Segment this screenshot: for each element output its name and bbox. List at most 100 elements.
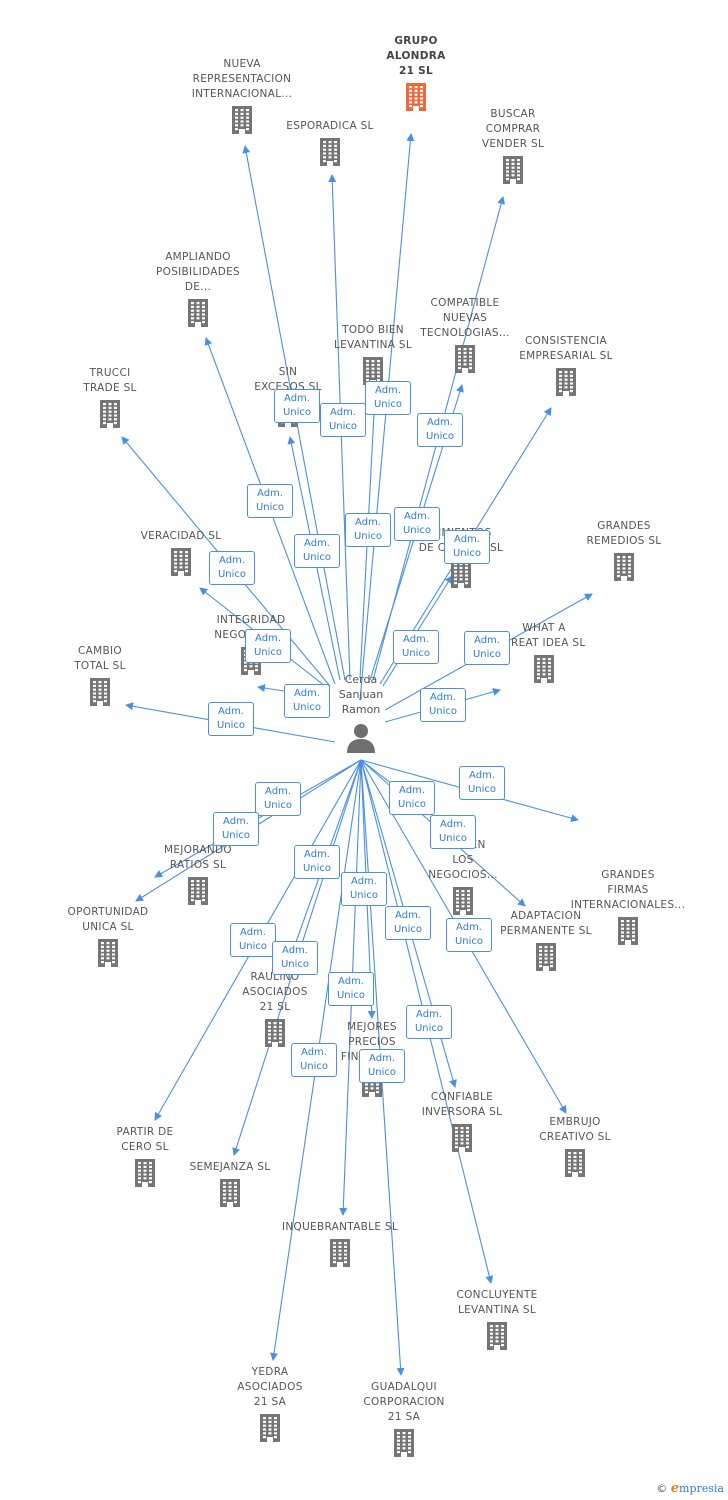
role-label-confiable[interactable]: Adm.Unico — [385, 906, 431, 940]
company-name-line: VENDER SL — [481, 138, 545, 150]
role-label-raulino[interactable]: Adm.Unico — [294, 845, 340, 879]
role-label-oportunidad[interactable]: Adm.Unico — [213, 812, 259, 846]
role-label-line: Unico — [373, 399, 403, 410]
role-label-line: Unico — [302, 552, 332, 563]
footer-brand[interactable]: © empresia — [656, 1481, 724, 1496]
role-label-concluyente[interactable]: Adm. Unico — [406, 1005, 452, 1039]
role-label-ampliando[interactable]: Adm.Unico — [274, 389, 320, 423]
role-label-grandes-remedios[interactable]: Adm.Unico — [464, 631, 510, 665]
role-label-embrujo[interactable]: Adm.Unico — [446, 918, 492, 952]
role-label-integridad[interactable]: Adm.Unico — [284, 684, 330, 718]
company-node-semejanza[interactable]: SEMEJANZA SL — [165, 1160, 295, 1209]
role-label-line: Unico — [217, 569, 247, 580]
company-name-line: TECNOLOGIAS... — [420, 327, 510, 339]
role-label-adaptacion[interactable]: Adm.Unico — [430, 815, 476, 849]
role-label-mejorando[interactable]: Adm.Unico — [255, 782, 301, 816]
company-name-line: TRUCCI — [89, 367, 131, 379]
company-node-trucci[interactable]: TRUCCI TRADE SL — [45, 366, 175, 430]
role-label-line: Unico — [299, 1061, 329, 1072]
role-label-line: Unico — [414, 1023, 444, 1034]
role-label-esporadica[interactable]: Adm.Unico — [294, 534, 340, 568]
copyright-symbol: © — [656, 1482, 668, 1495]
role-label-grupo-alondra[interactable]: Adm.Unico — [365, 381, 411, 415]
company-name-line: POSIBILIDADES — [156, 266, 240, 278]
building-icon — [400, 81, 432, 113]
role-label-mejores-precios[interactable]: Adm.Unico — [341, 872, 387, 906]
role-label-guadalqui[interactable]: Adm.Unico — [359, 1049, 405, 1083]
building-icon — [182, 297, 214, 329]
role-label-line: Adm. — [454, 534, 480, 545]
person-icon — [344, 721, 378, 755]
company-node-veracidad[interactable]: VERACIDAD SL — [116, 529, 246, 578]
company-name-line: EMBRUJO — [549, 1116, 601, 1128]
role-label-inquebrantable[interactable]: Adm.Unico — [328, 972, 374, 1006]
role-label-line: Unico — [402, 525, 432, 536]
role-label-line: Unico — [302, 863, 332, 874]
role-label-semejanza[interactable]: Adm.Unico — [272, 941, 318, 975]
building-icon — [214, 1177, 246, 1209]
role-label-todo-bien[interactable]: Adm.Unico — [320, 403, 366, 437]
company-node-inquebrantable[interactable]: INQUEBRANTABLE SL — [275, 1220, 405, 1269]
role-label-line: Unico — [263, 800, 293, 811]
role-label-yedra[interactable]: Adm. Unico — [291, 1043, 337, 1077]
role-label-sin-excesos[interactable]: Adm.Unico — [345, 513, 391, 547]
role-label-line: Adm. — [351, 876, 377, 887]
role-label-line: Adm. — [427, 417, 453, 428]
company-name-line: FIRMAS — [607, 884, 649, 896]
role-label-compatible[interactable]: Adm.Unico — [394, 507, 440, 541]
role-label-line: Unico — [216, 720, 246, 731]
role-label-line: Adm. — [294, 688, 320, 699]
building-icon — [129, 1157, 161, 1189]
company-name-line: TRADE SL — [83, 382, 137, 394]
role-label-vida-en-los[interactable]: Adm.Unico — [389, 781, 435, 815]
company-name-line: UNICA SL — [82, 921, 134, 933]
role-label-line: Adm. — [474, 635, 500, 646]
company-name-line: CORPORACION — [363, 1396, 445, 1408]
role-label-line: Adm. — [301, 1047, 327, 1058]
role-label-what-a-great[interactable]: Adm.Unico — [420, 688, 466, 722]
role-label-line: Adm. — [416, 1009, 442, 1020]
building-icon — [528, 653, 560, 685]
company-name-line: TODO BIEN — [342, 324, 404, 336]
building-icon — [84, 676, 116, 708]
role-label-trucci[interactable]: Adm. Unico — [209, 551, 255, 585]
building-icon — [94, 398, 126, 430]
role-label-cambio-total[interactable]: Adm.Unico — [208, 702, 254, 736]
role-label-nueva-representacion[interactable]: Adm.Unico — [247, 484, 293, 518]
company-name-line: 21 SL — [259, 1001, 291, 1013]
role-label-grandes-firmas[interactable]: Adm.Unico — [459, 766, 505, 800]
company-node-esporadica[interactable]: ESPORADICA SL — [265, 119, 395, 168]
role-label-line: Unico — [336, 990, 366, 1001]
role-label-buscar-comprar[interactable]: Adm.Unico — [417, 413, 463, 447]
role-label-cimientos[interactable]: Adm.Unico — [393, 630, 439, 664]
person-name-line: Ramon — [341, 703, 381, 716]
role-label-veracidad[interactable]: Adm.Unico — [245, 629, 291, 663]
role-label-consistencia[interactable]: Adm.Unico — [444, 530, 490, 564]
role-label-line: Unico — [238, 941, 268, 952]
person-name-line: Sanjuan — [338, 688, 384, 701]
role-label-line: Adm. — [219, 555, 245, 566]
role-label-partir-de-cero[interactable]: Adm.Unico — [230, 923, 276, 957]
